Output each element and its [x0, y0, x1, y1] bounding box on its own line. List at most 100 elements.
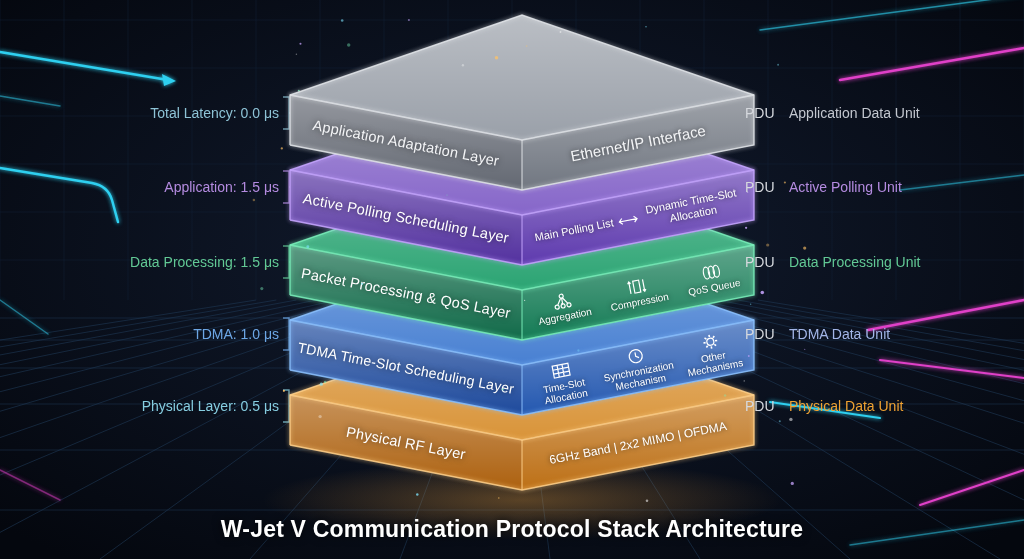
- sparkle: [296, 53, 297, 54]
- bidirectional-arrow: [616, 213, 640, 227]
- sparkle: [341, 19, 344, 22]
- pdu-name: Physical Data Unit: [789, 398, 903, 414]
- icon-part: [557, 297, 568, 305]
- feature-icon: [624, 346, 647, 366]
- pdu-tag: PDU: [745, 326, 775, 342]
- sparkle: [283, 390, 285, 392]
- latency-label: Data Processing: 1.5 μs: [130, 254, 279, 270]
- icon-part: [707, 266, 715, 279]
- slab-edge: [521, 290, 522, 340]
- icon-part: [714, 344, 716, 346]
- neon-arrowhead: [162, 74, 176, 86]
- icon-part: [561, 304, 566, 309]
- neon-line: [868, 300, 1024, 330]
- feature-icon: [699, 332, 722, 352]
- neon-line: [0, 300, 48, 334]
- feature-icon: [551, 291, 574, 311]
- neon-line: [760, 0, 1024, 30]
- sparkle: [646, 500, 649, 503]
- icon-part: [627, 279, 646, 294]
- feature-icon: [625, 277, 648, 297]
- icon-part: [619, 215, 638, 224]
- slab-edge: [521, 215, 522, 265]
- feature-icon: [700, 262, 723, 282]
- grid-line: [960, 0, 961, 300]
- sparkle: [253, 199, 256, 202]
- sparkle: [408, 19, 410, 21]
- pdu-name: Data Processing Unit: [789, 254, 921, 270]
- icon-part: [708, 335, 710, 337]
- neon-line: [0, 470, 60, 500]
- latency-label: Application: 1.5 μs: [164, 179, 279, 195]
- icon-part: [555, 305, 560, 310]
- grid-line: [64, 0, 65, 300]
- icon-part: [715, 340, 717, 342]
- latency-label: TDMA: 1.0 μs: [193, 326, 279, 342]
- pdu-tag: PDU: [745, 398, 775, 414]
- icon-part: [628, 349, 643, 364]
- slab-right-face: [522, 395, 754, 490]
- icon-part: [633, 280, 641, 293]
- slab-left-face: [290, 395, 522, 490]
- pdu-tag: PDU: [745, 105, 775, 121]
- sparkle: [260, 287, 263, 290]
- layer-slab: Application Adaptation LayerEthernet/IP …: [290, 130, 754, 180]
- grid-line: [128, 0, 129, 300]
- layer-slab: TDMA Time-Slot Scheduling LayerTime-Slot…: [290, 355, 754, 405]
- sparkle: [745, 227, 747, 229]
- slab-base: [290, 395, 522, 490]
- slab-sheen: [290, 395, 522, 490]
- icon-part: [712, 265, 720, 278]
- layer-slab: Packet Processing & QoS LayerAggregation…: [290, 280, 754, 330]
- pdu-name: Application Data Unit: [789, 105, 920, 121]
- sparkle: [645, 26, 647, 28]
- neon-line: [880, 360, 1024, 378]
- latency-label: Total Latency: 0.0 μs: [150, 105, 279, 121]
- neon-line: [920, 470, 1024, 505]
- layer-slab: Active Polling Scheduling LayerMain Poll…: [290, 205, 754, 255]
- sparkle: [416, 493, 419, 496]
- sparkle: [498, 497, 500, 499]
- slab-edge: [521, 365, 522, 415]
- slab-edge: [521, 440, 522, 490]
- neon-line: [0, 52, 168, 80]
- sparkle: [791, 482, 794, 485]
- slab-edge: [290, 315, 754, 490]
- sparkle: [744, 380, 745, 381]
- icon-part: [703, 342, 705, 344]
- pdu-name: TDMA Data Unit: [789, 326, 890, 342]
- icon-part: [552, 363, 570, 378]
- slab-base: [522, 395, 754, 490]
- layer-slab: Physical RF Layer6GHz Band | 2x2 MIMO | …: [290, 430, 754, 480]
- sparkle: [281, 147, 283, 149]
- sparkle: [779, 420, 781, 422]
- sparkle: [784, 181, 786, 183]
- latency-label: Physical Layer: 0.5 μs: [142, 398, 279, 414]
- pdu-tag: PDU: [745, 254, 775, 270]
- icon-part: [706, 346, 708, 348]
- slab-sheen: [522, 395, 754, 490]
- slab-edge: [521, 140, 522, 190]
- icon-part: [710, 346, 712, 348]
- sparkle: [804, 349, 805, 350]
- sparkle: [761, 291, 765, 295]
- sparkle: [750, 304, 751, 305]
- sparkle: [803, 246, 806, 249]
- sparkle: [789, 418, 792, 421]
- sparkle: [777, 64, 779, 66]
- pdu-name: Active Polling Unit: [789, 179, 902, 195]
- neon-line: [0, 96, 60, 106]
- icon-part: [705, 338, 707, 340]
- icon-part: [635, 352, 639, 358]
- feature-icon: [550, 361, 573, 381]
- sparkle: [347, 43, 350, 46]
- neon-line: [850, 520, 1024, 545]
- diagram-title: W-Jet V Communication Protocol Stack Arc…: [221, 516, 803, 543]
- icon-part: [713, 336, 715, 338]
- icon-part: [706, 338, 714, 346]
- neon-line: [0, 168, 118, 222]
- neon-streaks: [0, 0, 1024, 545]
